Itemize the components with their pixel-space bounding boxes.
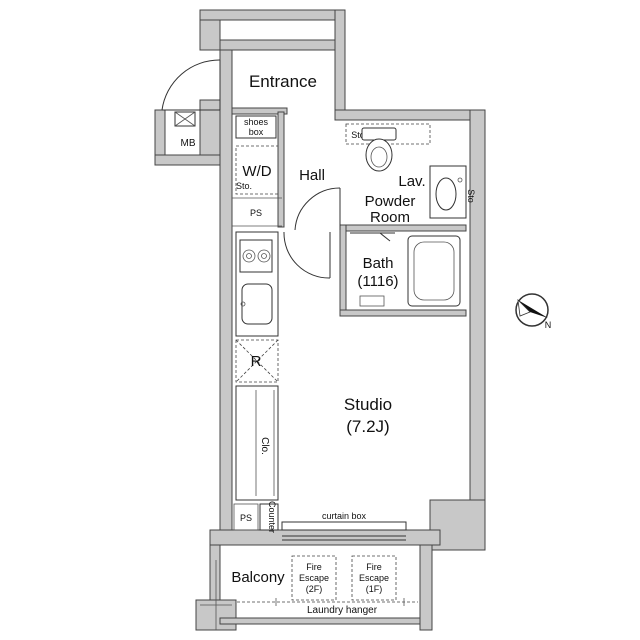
refrigerator: R	[235, 339, 279, 383]
kitchen	[235, 231, 279, 337]
pipe-space-bottom: PS	[233, 503, 259, 531]
powder-label-1: Powder	[365, 193, 416, 210]
meter-box: MB	[174, 111, 196, 149]
bathroom: Bath (1116)	[350, 232, 461, 307]
fe1-line2: Escape	[359, 573, 389, 583]
shoes-box-label-2: box	[249, 127, 264, 137]
powder-label-2: Room	[370, 209, 410, 226]
walls	[154, 9, 486, 631]
ps-top-label: PS	[250, 208, 262, 218]
entrance-label: Entrance	[249, 72, 317, 91]
fire-escape-2f: Fire Escape (2F)	[291, 555, 337, 601]
hall-label: Hall	[299, 167, 325, 184]
laundry-hanger: Laundry hanger	[222, 598, 418, 616]
fe1-line3: (1F)	[366, 584, 383, 594]
wd-label: W/D	[242, 163, 271, 180]
pipe-space-top: PS	[232, 197, 282, 227]
entrance-door	[161, 59, 221, 111]
balcony-window	[282, 535, 406, 541]
lav-label: Lav.	[398, 173, 425, 190]
wd-sto-label: Sto.	[236, 181, 252, 191]
laundry-hanger-label: Laundry hanger	[307, 605, 378, 616]
sto-left-label: Sto	[351, 130, 365, 140]
fire-escape-1f: Fire Escape (1F)	[351, 555, 397, 601]
washer-dryer-area: W/D Sto.	[235, 145, 279, 195]
shoes-box-label-1: shoes	[244, 117, 269, 127]
shoes-box: shoes box	[235, 115, 277, 139]
fridge-label: R	[251, 353, 262, 370]
hall-door	[294, 187, 341, 231]
mb-label: MB	[181, 138, 196, 149]
curtain-box-label: curtain box	[322, 511, 367, 521]
fe1-line1: Fire	[366, 562, 382, 572]
bath-size-label: (1116)	[357, 273, 398, 290]
bath-label: Bath	[363, 255, 394, 272]
sto-right-label: Sto	[466, 189, 476, 203]
curtain-box: curtain box	[281, 511, 407, 531]
counter-label: Counter	[267, 501, 277, 533]
studio-door	[283, 231, 331, 279]
balcony-label: Balcony	[231, 569, 285, 586]
ac-unit	[195, 560, 237, 631]
studio-size-label: (7.2J)	[346, 417, 389, 436]
compass-n-label: N	[545, 320, 552, 330]
ps-bottom-label: PS	[240, 513, 252, 523]
fe2-line3: (2F)	[306, 584, 323, 594]
closet-label: Clo.	[259, 437, 270, 455]
counter: Counter	[259, 501, 279, 533]
powder-room: Sto Lav. Powder Room Sto	[345, 123, 476, 226]
studio-label: Studio	[344, 395, 392, 414]
closet: Clo.	[235, 385, 279, 501]
fe2-line2: Escape	[299, 573, 329, 583]
fe2-line1: Fire	[306, 562, 322, 572]
north-arrow-icon: N	[515, 293, 552, 330]
